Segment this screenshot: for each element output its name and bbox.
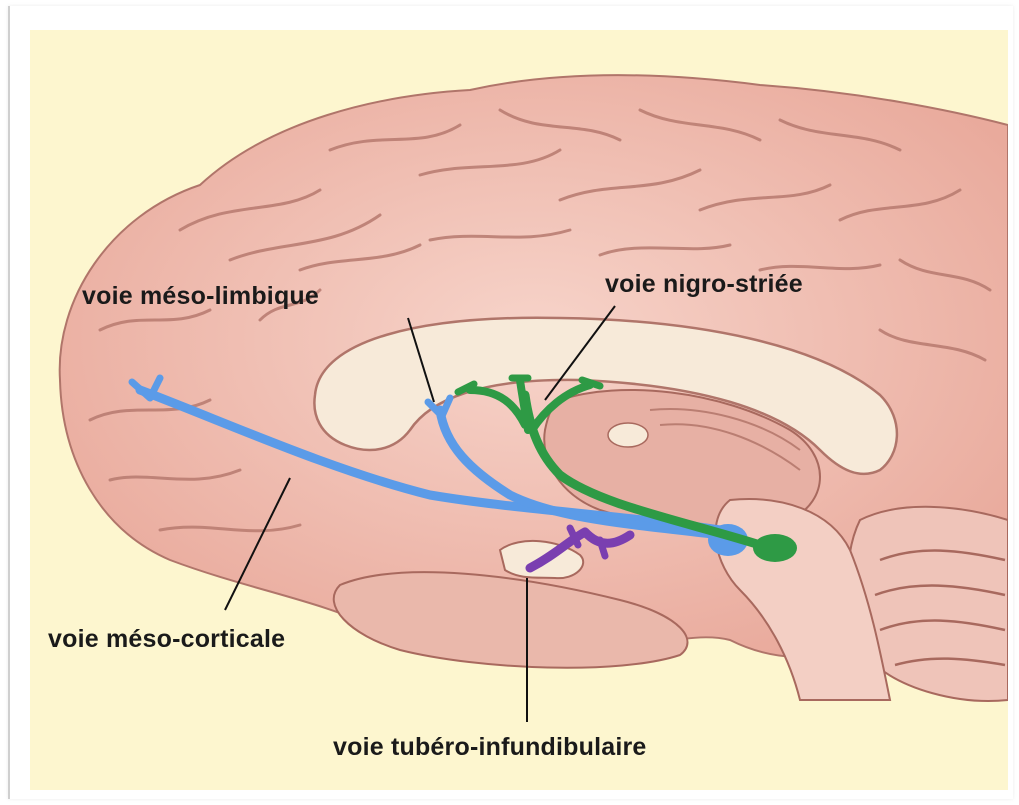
label-voie-nigro-striee: voie nigro-striée bbox=[605, 270, 803, 299]
substantia-nigra-source bbox=[753, 534, 797, 562]
label-voie-meso-limbique: voie méso-limbique bbox=[82, 282, 319, 311]
label-voie-tubero-infundibulaire: voie tubéro-infundibulaire bbox=[333, 733, 647, 762]
interthalamic-adhesion bbox=[608, 423, 648, 447]
label-voie-meso-corticale: voie méso-corticale bbox=[48, 625, 285, 654]
